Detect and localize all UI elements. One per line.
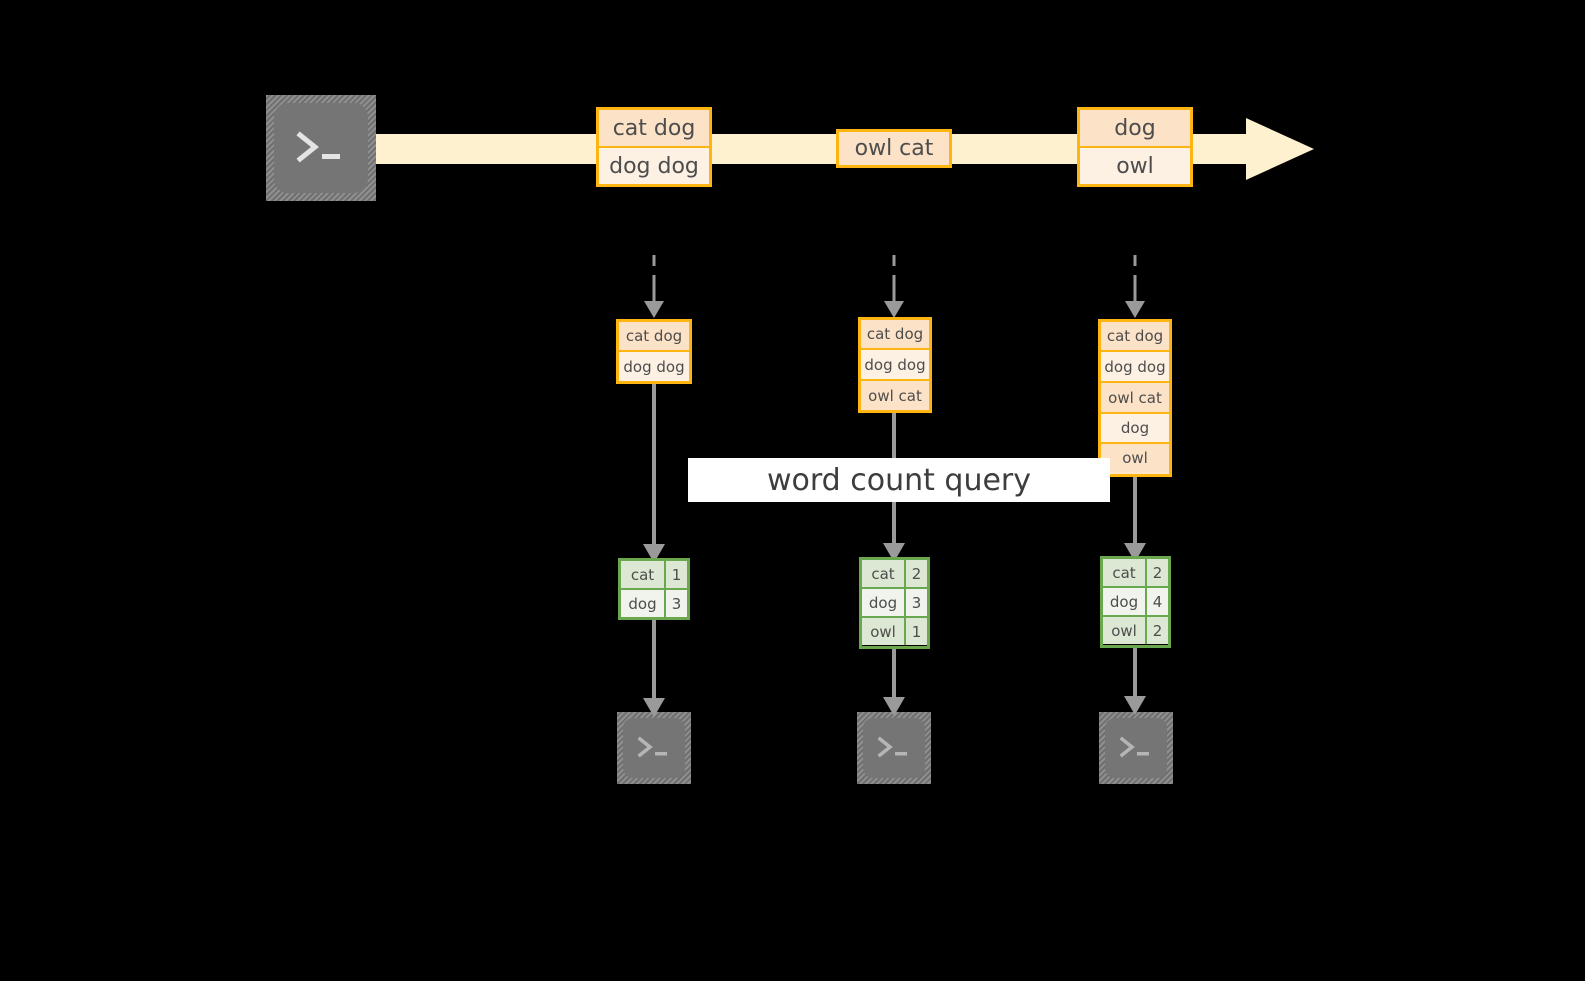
result-key: owl [1103, 617, 1145, 644]
result-key: dog [621, 590, 664, 617]
input-stack-2-line-1: cat dog [861, 320, 929, 348]
table-row: cat 1 [621, 561, 687, 588]
table-row: owl 2 [1103, 615, 1168, 644]
table-row: cat 2 [862, 560, 927, 587]
connector-result-to-sink-3 [1121, 646, 1149, 716]
sink-terminal-icon-2 [857, 712, 931, 784]
result-value: 2 [1145, 617, 1168, 644]
stream-event-3-line-1: dog [1080, 110, 1190, 146]
query-label: word count query [688, 458, 1110, 502]
connector-result-to-sink-1 [640, 618, 668, 718]
source-terminal-icon [266, 95, 376, 201]
table-row: cat 2 [1103, 559, 1168, 586]
result-value: 2 [904, 560, 927, 587]
input-stack-2-line-3: owl cat [861, 379, 929, 410]
input-stack-3[interactable]: cat dog dog dog owl cat dog owl [1098, 319, 1172, 477]
result-table-2[interactable]: cat 2 dog 3 owl 1 [859, 557, 930, 649]
result-table-3[interactable]: cat 2 dog 4 owl 2 [1100, 556, 1171, 648]
connector-input-to-result-3 [1121, 477, 1149, 563]
input-stack-2[interactable]: cat dog dog dog owl cat [858, 317, 932, 413]
input-stack-1-line-2: dog dog [619, 350, 689, 381]
table-row: owl 1 [862, 616, 927, 645]
result-value: 1 [904, 618, 927, 645]
result-key: cat [862, 560, 904, 587]
table-row: dog 3 [862, 587, 927, 616]
connector-result-to-sink-2 [880, 647, 908, 717]
table-row: dog 3 [621, 588, 687, 617]
result-value: 3 [664, 590, 687, 617]
connector-stream-to-input-3 [1121, 255, 1149, 320]
result-key: cat [621, 561, 664, 588]
result-key: cat [1103, 559, 1145, 586]
stream-event-1-line-1: cat dog [599, 110, 709, 146]
result-value: 1 [664, 561, 687, 588]
result-key: dog [862, 589, 904, 616]
input-stack-2-line-2: dog dog [861, 348, 929, 379]
result-table-1[interactable]: cat 1 dog 3 [618, 558, 690, 620]
stream-event-3-line-2: owl [1080, 146, 1190, 184]
input-stack-1-line-1: cat dog [619, 322, 689, 350]
table-row: dog 4 [1103, 586, 1168, 615]
stream-event-1[interactable]: cat dog dog dog [596, 107, 712, 187]
stream-event-2-line-1: owl cat [839, 132, 949, 165]
stream-event-1-line-2: dog dog [599, 146, 709, 184]
result-key: dog [1103, 588, 1145, 615]
stream-event-2[interactable]: owl cat [836, 129, 952, 168]
result-value: 3 [904, 589, 927, 616]
result-value: 4 [1145, 588, 1168, 615]
sink-terminal-icon-3 [1099, 712, 1173, 784]
input-stack-3-line-5: owl [1101, 442, 1169, 472]
input-stack-3-line-3: owl cat [1101, 381, 1169, 412]
stream-event-3[interactable]: dog owl [1077, 107, 1193, 187]
sink-terminal-icon-1 [617, 712, 691, 784]
input-stack-3-line-1: cat dog [1101, 322, 1169, 350]
result-key: owl [862, 618, 904, 645]
input-stack-3-line-2: dog dog [1101, 350, 1169, 381]
input-stack-1[interactable]: cat dog dog dog [616, 319, 692, 384]
connector-stream-to-input-2 [880, 255, 908, 320]
result-value: 2 [1145, 559, 1168, 586]
connector-input-to-result-1 [640, 384, 668, 564]
input-stack-3-line-4: dog [1101, 412, 1169, 442]
connector-stream-to-input-1 [640, 255, 668, 320]
